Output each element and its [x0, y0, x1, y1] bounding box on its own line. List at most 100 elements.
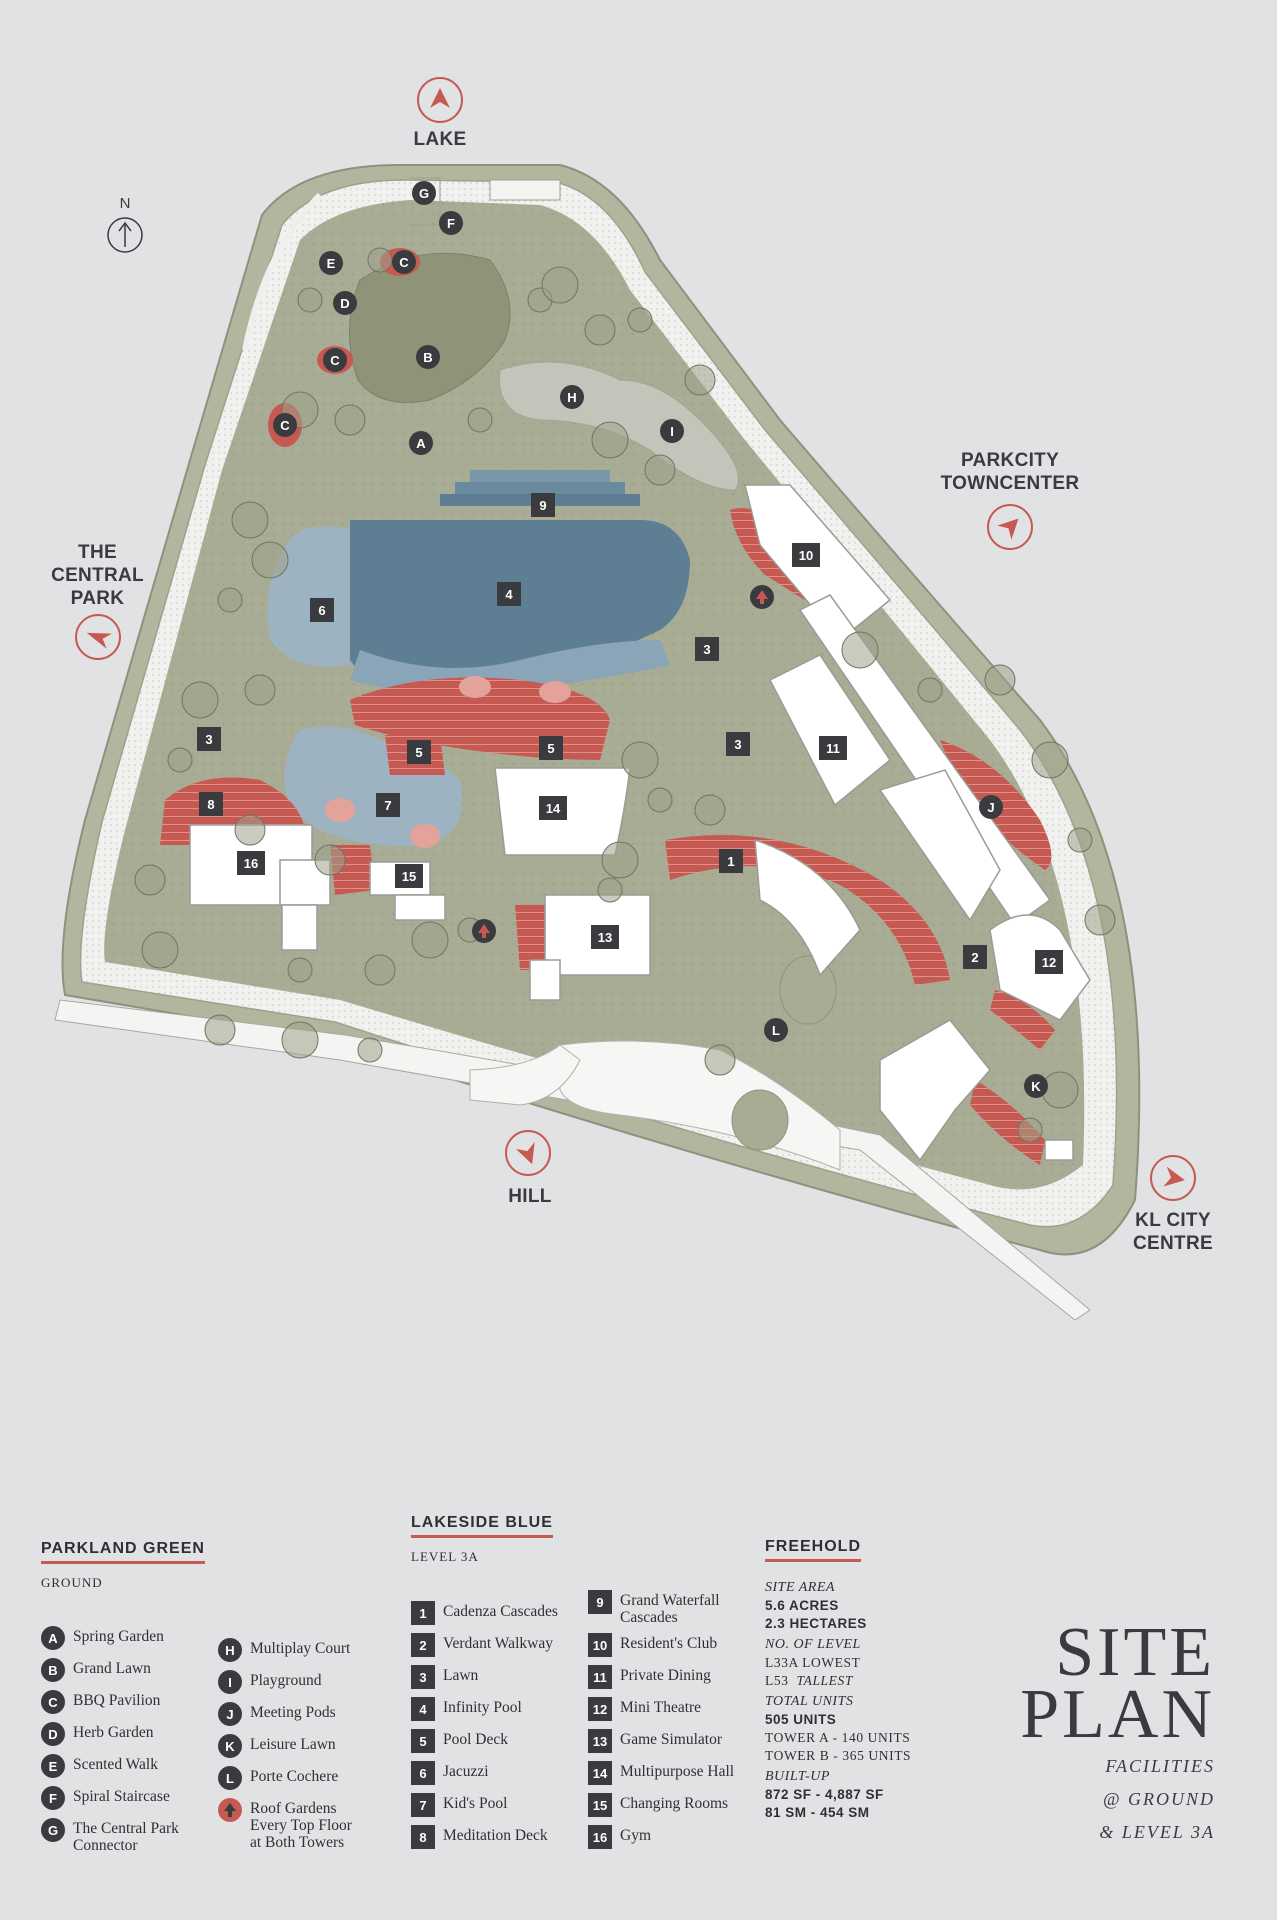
tree	[364, 954, 396, 986]
lakeside-blue-title: LAKESIDE BLUE	[411, 1514, 553, 1538]
facility-marker-7	[376, 793, 400, 817]
direction-hill: HILL	[508, 1186, 552, 1207]
tree	[597, 877, 623, 903]
parkland-green-title: PARKLAND GREEN	[41, 1540, 205, 1564]
tree	[1031, 741, 1069, 779]
facility-marker-label: 8	[207, 797, 214, 812]
tree	[541, 266, 579, 304]
facility-marker-label: 7	[384, 798, 391, 813]
tree	[601, 841, 639, 879]
units-label: TOTAL UNITS	[765, 1694, 854, 1709]
roof-garden-marker	[472, 919, 496, 943]
tree	[467, 407, 493, 433]
tree	[644, 454, 676, 486]
facility-marker-label: C	[280, 418, 290, 433]
tree	[141, 931, 179, 969]
facility-marker-3	[197, 727, 221, 751]
levels-label: NO. OF LEVEL	[765, 1637, 861, 1652]
facility-marker-label: 3	[205, 732, 212, 747]
tree	[411, 921, 449, 959]
tree	[704, 1044, 736, 1076]
site-plan-map: N ABCCCDEFGHIJKL123334556789101112131415…	[54, 77, 1196, 1321]
facility-marker-b	[416, 345, 440, 369]
site-area-acres: 5.6 ACRES	[765, 1598, 839, 1613]
facility-marker-label: G	[419, 186, 429, 201]
facility-marker-label: 13	[598, 930, 612, 945]
tree	[244, 674, 276, 706]
roof-garden-marker	[750, 585, 774, 609]
tree	[1017, 1117, 1043, 1143]
facility-marker-label: I	[670, 424, 674, 439]
facility-marker-label: H	[567, 390, 576, 405]
north-arrow: N	[107, 195, 143, 253]
facility-marker-label: J	[987, 800, 994, 815]
direction-markers	[75, 77, 1196, 1201]
tree	[694, 794, 726, 826]
facility-marker-label: 16	[244, 856, 258, 871]
facility-marker-1	[719, 849, 743, 873]
facility-marker-label: 11	[826, 741, 840, 756]
jacuzzi	[267, 526, 370, 667]
direction-parkcity-towncenter: PARKCITY TOWNCENTER	[940, 450, 1080, 494]
facility-marker-label: 3	[703, 642, 710, 657]
facility-marker-label: 3	[734, 737, 741, 752]
facility-marker-label: 10	[799, 548, 813, 563]
tree	[134, 864, 166, 896]
facility-marker-label: 6	[318, 603, 325, 618]
parkland-green-subtitle: GROUND	[41, 1575, 103, 1590]
levels-lowest: L33A LOWEST	[765, 1655, 861, 1670]
lakeside-blue-subtitle: LEVEL 3A	[411, 1549, 479, 1564]
facility-marker-a	[409, 431, 433, 455]
tree	[167, 747, 193, 773]
private-dining-building	[768, 654, 892, 807]
builtup-label: BUILT-UP	[765, 1769, 830, 1784]
facility-marker-label: F	[447, 216, 455, 231]
facility-marker-16	[237, 851, 265, 875]
legend-item-roof-gardens: Roof Gardens Every Top Floor at Both Tow…	[218, 1798, 383, 1858]
facility-marker-f	[439, 211, 463, 235]
direction-kl-city-centre: KL CITY CENTRE	[1133, 1210, 1213, 1254]
tree	[287, 957, 313, 983]
levels-tallest: L53 TALLEST	[765, 1673, 853, 1688]
tree	[251, 541, 289, 579]
units-total: 505 UNITS	[765, 1712, 837, 1727]
tree	[841, 631, 879, 669]
facility-marker-3	[726, 732, 750, 756]
facility-marker-h	[560, 385, 584, 409]
facility-marker-label: 9	[539, 498, 546, 513]
facility-marker-c	[392, 250, 416, 274]
facility-marker-4	[497, 582, 521, 606]
builtup-sf: 872 SF - 4,887 SF	[765, 1787, 884, 1802]
facility-marker-label: L	[772, 1023, 780, 1038]
facility-marker-label: 15	[402, 869, 416, 884]
freehold-details: SITE AREA 5.6 ACRES 2.3 HECTARES NO. OF …	[765, 1579, 965, 1822]
north-label: N	[120, 195, 131, 212]
facility-marker-i	[660, 419, 684, 443]
tower-b-units: TOWER B - 365 UNITS	[765, 1748, 912, 1763]
tree	[281, 1021, 319, 1059]
facility-marker-label: D	[340, 296, 349, 311]
tree	[584, 314, 616, 346]
facility-marker-c	[323, 348, 347, 372]
facility-marker-5	[407, 740, 431, 764]
facility-marker-10	[792, 543, 820, 567]
